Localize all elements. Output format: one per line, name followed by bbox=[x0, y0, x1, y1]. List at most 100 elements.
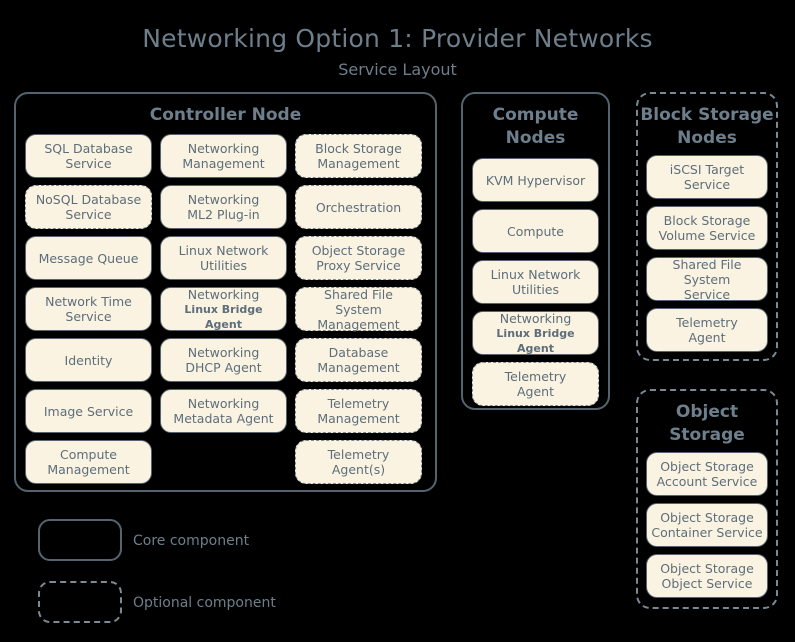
service-label-line2: Account Service bbox=[656, 474, 758, 489]
service-label-line1: Block Storage bbox=[663, 213, 751, 228]
page-title: Networking Option 1: Provider Networks bbox=[142, 24, 653, 53]
service-box-compute-kvm-hypervisor[interactable]: KVM Hypervisor bbox=[472, 158, 599, 202]
service-label-line1: Object Storage bbox=[311, 243, 406, 258]
service-label-line2: Management bbox=[317, 360, 400, 375]
service-label-line1: Block Storage bbox=[315, 141, 402, 156]
service-label-line1: Telemetry bbox=[327, 396, 390, 411]
page-subtitle: Service Layout bbox=[338, 60, 457, 79]
service-label-line2: Volume Service bbox=[658, 228, 756, 243]
service-box-identity[interactable]: Identity bbox=[25, 338, 152, 382]
service-label-line1: Shared File System bbox=[324, 286, 393, 317]
service-label-line1: iSCSI Target bbox=[669, 162, 745, 177]
compute-nodes-container: Compute Nodes bbox=[461, 92, 610, 410]
block-storage-nodes-container: Block Storage Nodes bbox=[636, 92, 778, 361]
service-label-line1: Networking bbox=[187, 192, 260, 207]
service-label-line2: Service bbox=[65, 207, 112, 222]
service-label-line2: Management bbox=[317, 156, 400, 171]
service-label-line1: Database bbox=[328, 345, 389, 360]
service-label-line2: Management bbox=[317, 411, 400, 426]
service-label-line1: Telemetry bbox=[327, 447, 390, 462]
service-label-line1: Object Storage bbox=[660, 510, 754, 525]
service-label-line2: Metadata Agent bbox=[173, 411, 274, 426]
service-label-line2: Proxy Service bbox=[316, 258, 401, 273]
controller-node-title: Controller Node bbox=[149, 105, 302, 125]
service-box-message-queue[interactable]: Message Queue bbox=[25, 236, 152, 280]
object-storage-nodes-title-line1: Object bbox=[675, 402, 739, 422]
service-label-line1: Networking bbox=[187, 141, 260, 156]
compute-nodes-title-line2: Nodes bbox=[505, 128, 566, 148]
service-box-image-service[interactable]: Image Service bbox=[25, 389, 152, 433]
service-label-line1: Compute bbox=[59, 447, 117, 462]
service-label-line1: Image Service bbox=[43, 403, 134, 419]
service-label-line2: Management bbox=[317, 316, 400, 332]
service-label-line2: Management bbox=[47, 462, 130, 477]
service-label-line2: Service bbox=[683, 177, 731, 192]
service-label-line1: Networking bbox=[187, 396, 260, 411]
service-label-line1: Shared File System bbox=[672, 256, 742, 287]
service-label-line1: Object Storage bbox=[660, 561, 754, 576]
compute-nodes-title-line1: Compute bbox=[492, 105, 579, 125]
service-box-orchestration[interactable]: Orchestration bbox=[295, 185, 422, 229]
service-label-line1: Networking bbox=[187, 345, 260, 360]
service-label-line2: Object Service bbox=[661, 576, 753, 591]
service-box-compute-compute[interactable]: Compute bbox=[472, 209, 599, 253]
service-label-line1: SQL Database bbox=[44, 141, 133, 156]
service-label-line2: Container Service bbox=[651, 525, 763, 540]
service-label-line1: Message Queue bbox=[38, 250, 139, 266]
service-label-line2: Service bbox=[65, 156, 112, 171]
service-label-line2: Agent(s) bbox=[331, 462, 386, 477]
service-label-line1: Network Time bbox=[45, 294, 132, 309]
block-storage-nodes-title-line1: Block Storage bbox=[640, 105, 774, 125]
service-label-line1: NoSQL Database bbox=[35, 192, 142, 207]
legend-core-swatch bbox=[38, 519, 122, 561]
service-label-line1: Orchestration bbox=[315, 199, 402, 215]
service-label-line1: KVM Hypervisor bbox=[485, 172, 586, 188]
service-label-line2: DHCP Agent bbox=[185, 360, 262, 375]
service-label-line2: Service bbox=[683, 286, 731, 302]
service-label-line1: Identity bbox=[64, 352, 113, 368]
service-label-line1: Linux Network bbox=[178, 243, 269, 258]
service-label-line1: Compute bbox=[506, 223, 564, 239]
service-label-line1: Object Storage bbox=[660, 459, 754, 474]
service-label-line2: Utilities bbox=[199, 258, 248, 273]
legend-optional-label: Optional component bbox=[133, 595, 276, 611]
service-label-line2: Linux Bridge Agent bbox=[496, 326, 575, 355]
legend-core-label: Core component bbox=[133, 533, 250, 549]
service-label-line1: Telemetry bbox=[504, 369, 567, 384]
service-label-line1: Linux Network bbox=[490, 267, 581, 282]
service-label-line2: Linux Bridge Agent bbox=[184, 302, 263, 331]
legend-optional-swatch bbox=[38, 581, 122, 623]
block-storage-nodes-title-line2: Nodes bbox=[677, 128, 737, 148]
service-label-line2: Agent bbox=[688, 330, 726, 345]
service-label-line1: Telemetry bbox=[676, 315, 738, 330]
controller-node-container: Controller Node bbox=[14, 92, 437, 492]
service-label-line2: ML2 Plug-in bbox=[187, 207, 260, 222]
